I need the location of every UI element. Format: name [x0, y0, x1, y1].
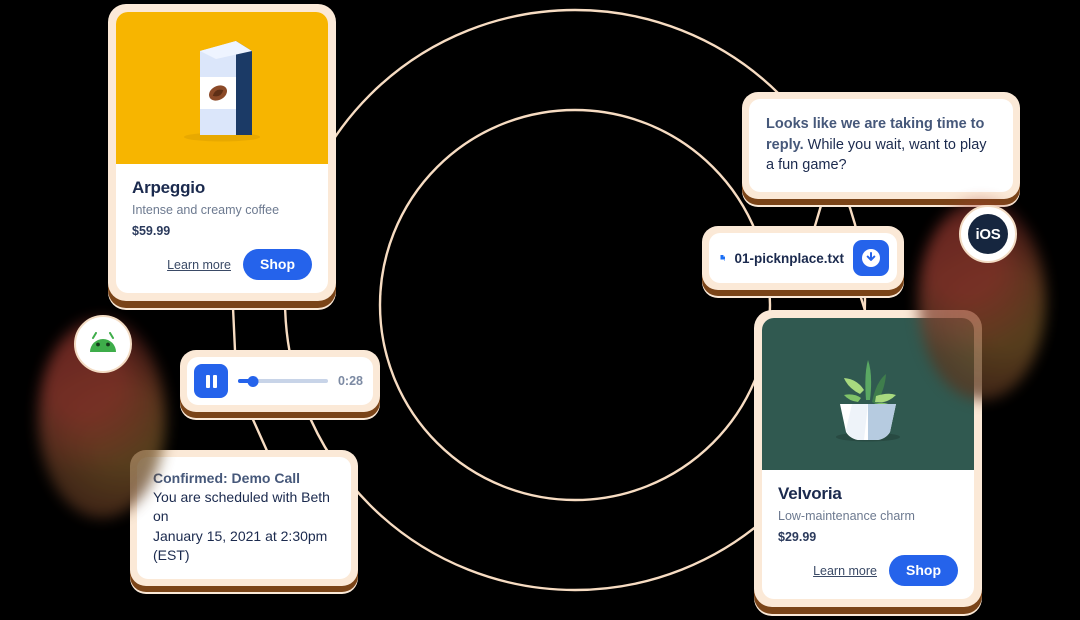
document-arrow-icon	[720, 255, 726, 261]
product-body: Velvoria Low-maintenance charm $29.99 Le…	[762, 470, 974, 599]
card-inner: Arpeggio Intense and creamy coffee $59.9…	[116, 12, 328, 293]
confirm-body: Confirmed: Demo Call You are scheduled w…	[137, 457, 351, 579]
file-name: 01-picknplace.txt	[734, 250, 844, 266]
potted-plant-illustration	[836, 360, 900, 442]
product-subtitle: Low-maintenance charm	[778, 509, 915, 523]
progress-fill	[238, 379, 254, 383]
product-card-arpeggio[interactable]: Arpeggio Intense and creamy coffee $59.9…	[108, 4, 336, 301]
product-price: $29.99	[778, 530, 817, 544]
product-hero-coffee	[116, 12, 328, 164]
confirmation-line-2: January 15, 2021 at 2:30pm (EST)	[153, 527, 328, 563]
audio-player[interactable]: 0:28	[180, 350, 380, 412]
learn-more-link[interactable]: Learn more	[813, 563, 877, 578]
download-button[interactable]	[853, 240, 889, 276]
file-chip-inner: 01-picknplace.txt	[709, 233, 897, 283]
pause-icon	[205, 374, 217, 388]
product-title: Velvoria	[778, 484, 842, 503]
shop-button[interactable]: Shop	[243, 249, 312, 280]
progress-knob[interactable]	[247, 375, 259, 387]
product-body: Arpeggio Intense and creamy coffee $59.9…	[116, 164, 328, 293]
chat-bubble: Looks like we are taking time to reply. …	[742, 92, 1020, 199]
bubble-text: Looks like we are taking time to reply. …	[749, 99, 1013, 192]
bubble-rest: While you wait, want to play a fun game?	[766, 136, 987, 174]
bubble-lead: Looks like we are taking time to reply.	[766, 116, 985, 153]
file-attachment-chip[interactable]: 01-picknplace.txt	[702, 226, 904, 290]
platform-badge-ios[interactable]: iOS	[959, 205, 1017, 263]
product-title: Arpeggio	[132, 178, 206, 197]
inner-ring	[378, 108, 772, 502]
confirmation-line-1: You are scheduled with Beth on	[153, 489, 330, 525]
platform-badge-android[interactable]	[74, 315, 132, 373]
progress-track	[238, 379, 328, 383]
confirmation-title: Confirmed: Demo Call	[153, 470, 301, 486]
pause-button[interactable]	[194, 364, 228, 398]
product-price: $59.99	[132, 224, 171, 238]
card-inner: Velvoria Low-maintenance charm $29.99 Le…	[762, 318, 974, 599]
confirm-inner: Confirmed: Demo Call You are scheduled w…	[137, 457, 351, 580]
confirmation-card: Confirmed: Demo Call You are scheduled w…	[130, 450, 358, 587]
learn-more-link[interactable]: Learn more	[167, 257, 231, 272]
download-circle-icon	[862, 249, 880, 267]
ios-label: iOS	[968, 214, 1008, 254]
bubble-inner: Looks like we are taking time to reply. …	[749, 99, 1013, 192]
file-row: 01-picknplace.txt	[709, 233, 897, 283]
audio-time: 0:28	[337, 374, 363, 388]
android-robot-icon	[90, 332, 116, 352]
product-subtitle: Intense and creamy coffee	[132, 203, 280, 217]
product-actions: Learn more Shop	[132, 249, 312, 280]
shop-button[interactable]: Shop	[889, 555, 958, 586]
audio-inner: 0:28	[187, 357, 373, 405]
audio-row: 0:28	[187, 357, 373, 405]
product-actions: Learn more Shop	[778, 555, 958, 586]
audio-progress-slider[interactable]	[238, 374, 328, 388]
coffee-bag-illustration	[184, 41, 260, 142]
